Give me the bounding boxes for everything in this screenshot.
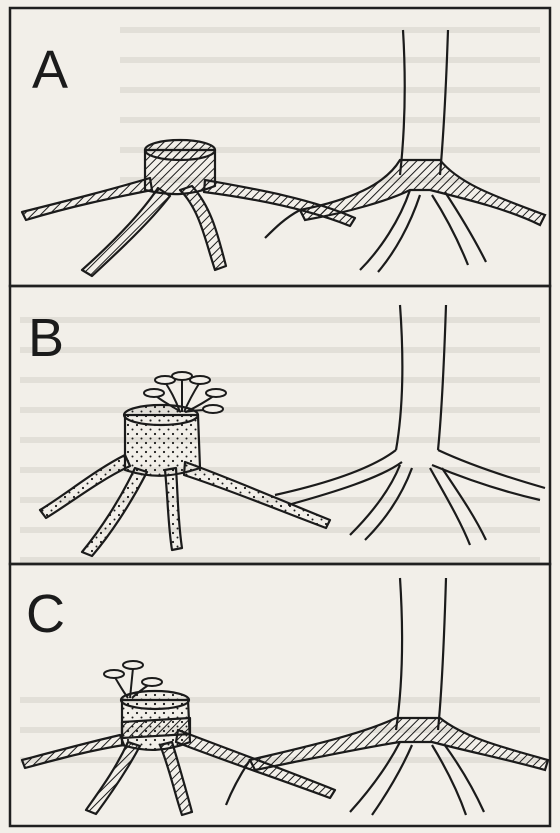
mushroom-cap <box>144 389 164 397</box>
mushroom-cap <box>190 376 210 384</box>
panel-b-letter: B <box>28 308 64 368</box>
mushroom-cap <box>172 372 192 380</box>
stump-top <box>145 140 215 160</box>
mushroom-cap <box>123 661 143 669</box>
mushroom-cap <box>142 678 162 686</box>
mushroom-cap <box>206 389 226 397</box>
panel-c-letter: C <box>26 584 65 644</box>
panel-a-letter: A <box>32 40 68 100</box>
stump-hatch-band <box>122 718 190 738</box>
stump-top <box>124 405 198 425</box>
mushroom-cap <box>104 670 124 678</box>
mushroom-cap <box>203 405 223 413</box>
